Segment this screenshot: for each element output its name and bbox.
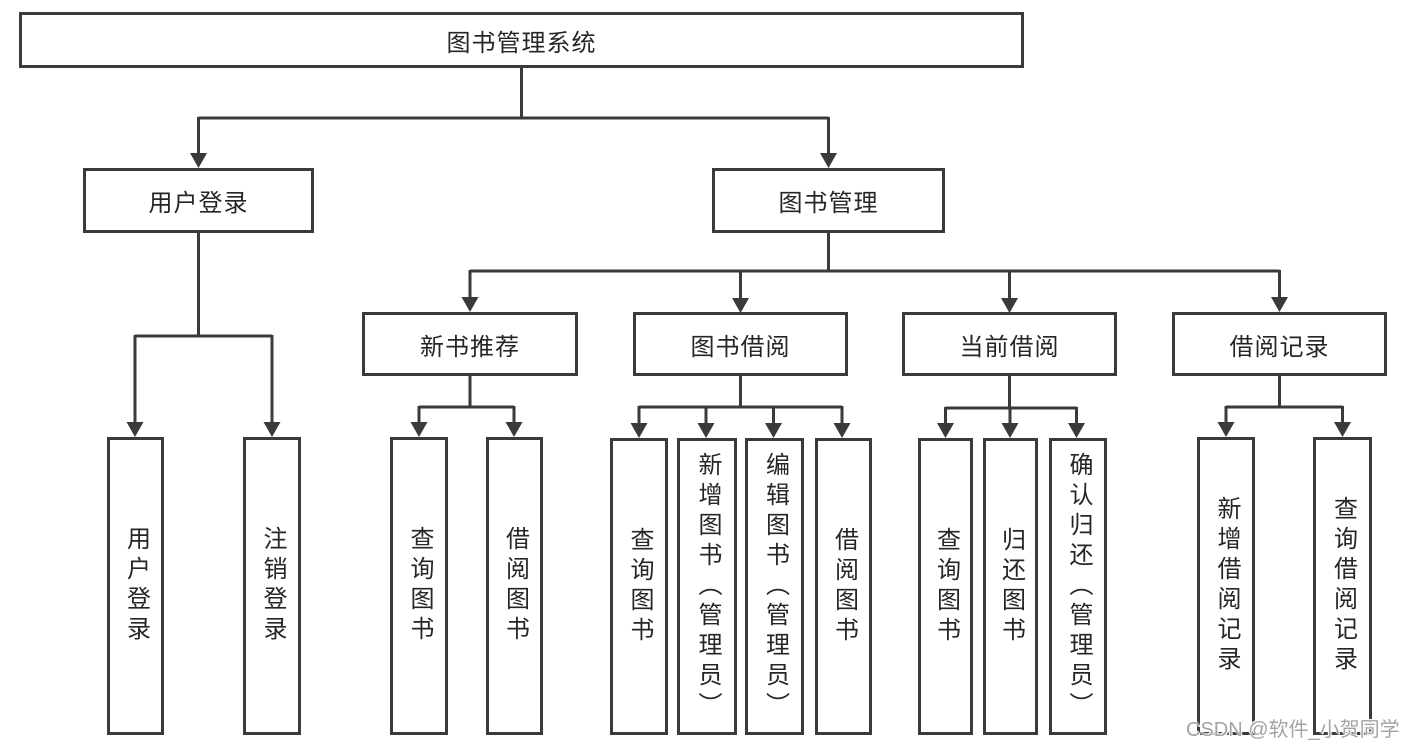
leaf-query-books-recommend-label: 查询图书	[406, 526, 433, 646]
node-book-management: 图书管理	[712, 168, 945, 233]
leaf-query-borrow-record-label: 查询借阅记录	[1329, 496, 1357, 676]
leaf-borrow-books-recommend: 借阅图书	[486, 437, 543, 735]
leaf-add-borrow-record-label: 新增借阅记录	[1213, 496, 1240, 676]
leaf-user-login-label: 用户登录	[122, 526, 150, 646]
leaf-borrow-books-recommend-label: 借阅图书	[501, 526, 529, 646]
leaf-query-books-current-label: 查询图书	[932, 526, 960, 647]
leaf-add-books-admin: 新增图书（管理员）	[677, 438, 737, 735]
node-new-book-recommend: 新书推荐	[362, 312, 578, 376]
leaf-return-books: 归还图书	[983, 438, 1038, 735]
leaf-query-books-recommend: 查询图书	[390, 437, 448, 735]
node-book-borrowing-label: 图书借阅	[690, 333, 791, 361]
node-root: 图书管理系统	[19, 12, 1024, 68]
leaf-add-books-admin-label: 新增图书（管理员）	[694, 451, 721, 722]
leaf-query-borrow-record: 查询借阅记录	[1313, 437, 1372, 735]
node-book-management-label: 图书管理	[778, 190, 879, 217]
node-new-book-recommend-label: 新书推荐	[420, 333, 520, 361]
leaf-logout: 注销登录	[243, 437, 301, 735]
leaf-borrow-books-borrow: 借阅图书	[815, 438, 872, 735]
leaf-query-books-borrow-label: 查询图书	[626, 526, 653, 647]
leaf-add-borrow-record: 新增借阅记录	[1197, 437, 1255, 735]
leaf-edit-books-admin-label: 编辑图书（管理员）	[761, 451, 789, 722]
leaf-user-login: 用户登录	[107, 437, 164, 735]
leaf-return-books-label: 归还图书	[997, 526, 1025, 647]
node-borrowing-records: 借阅记录	[1172, 312, 1387, 376]
leaf-borrow-books-borrow-label: 借阅图书	[830, 526, 858, 647]
leaf-confirm-return-admin: 确认归还（管理员）	[1049, 438, 1107, 735]
leaf-confirm-return-admin-label: 确认归还（管理员）	[1065, 451, 1092, 722]
leaf-edit-books-admin: 编辑图书（管理员）	[745, 438, 804, 735]
leaf-logout-label: 注销登录	[259, 526, 286, 646]
node-user-login-label: 用户登录	[148, 190, 249, 217]
leaf-query-books-current: 查询图书	[918, 438, 973, 735]
arrowheads	[126, 153, 1351, 438]
node-current-borrowing-label: 当前借阅	[959, 333, 1060, 361]
leaf-query-books-borrow: 查询图书	[610, 438, 668, 735]
node-book-borrowing: 图书借阅	[633, 312, 848, 376]
node-current-borrowing: 当前借阅	[902, 312, 1117, 376]
watermark: CSDN @软件_小贺同学	[1186, 719, 1400, 741]
node-root-label: 图书管理系统	[446, 29, 597, 57]
node-borrowing-records-label: 借阅记录	[1229, 333, 1330, 361]
node-user-login: 用户登录	[83, 168, 314, 233]
